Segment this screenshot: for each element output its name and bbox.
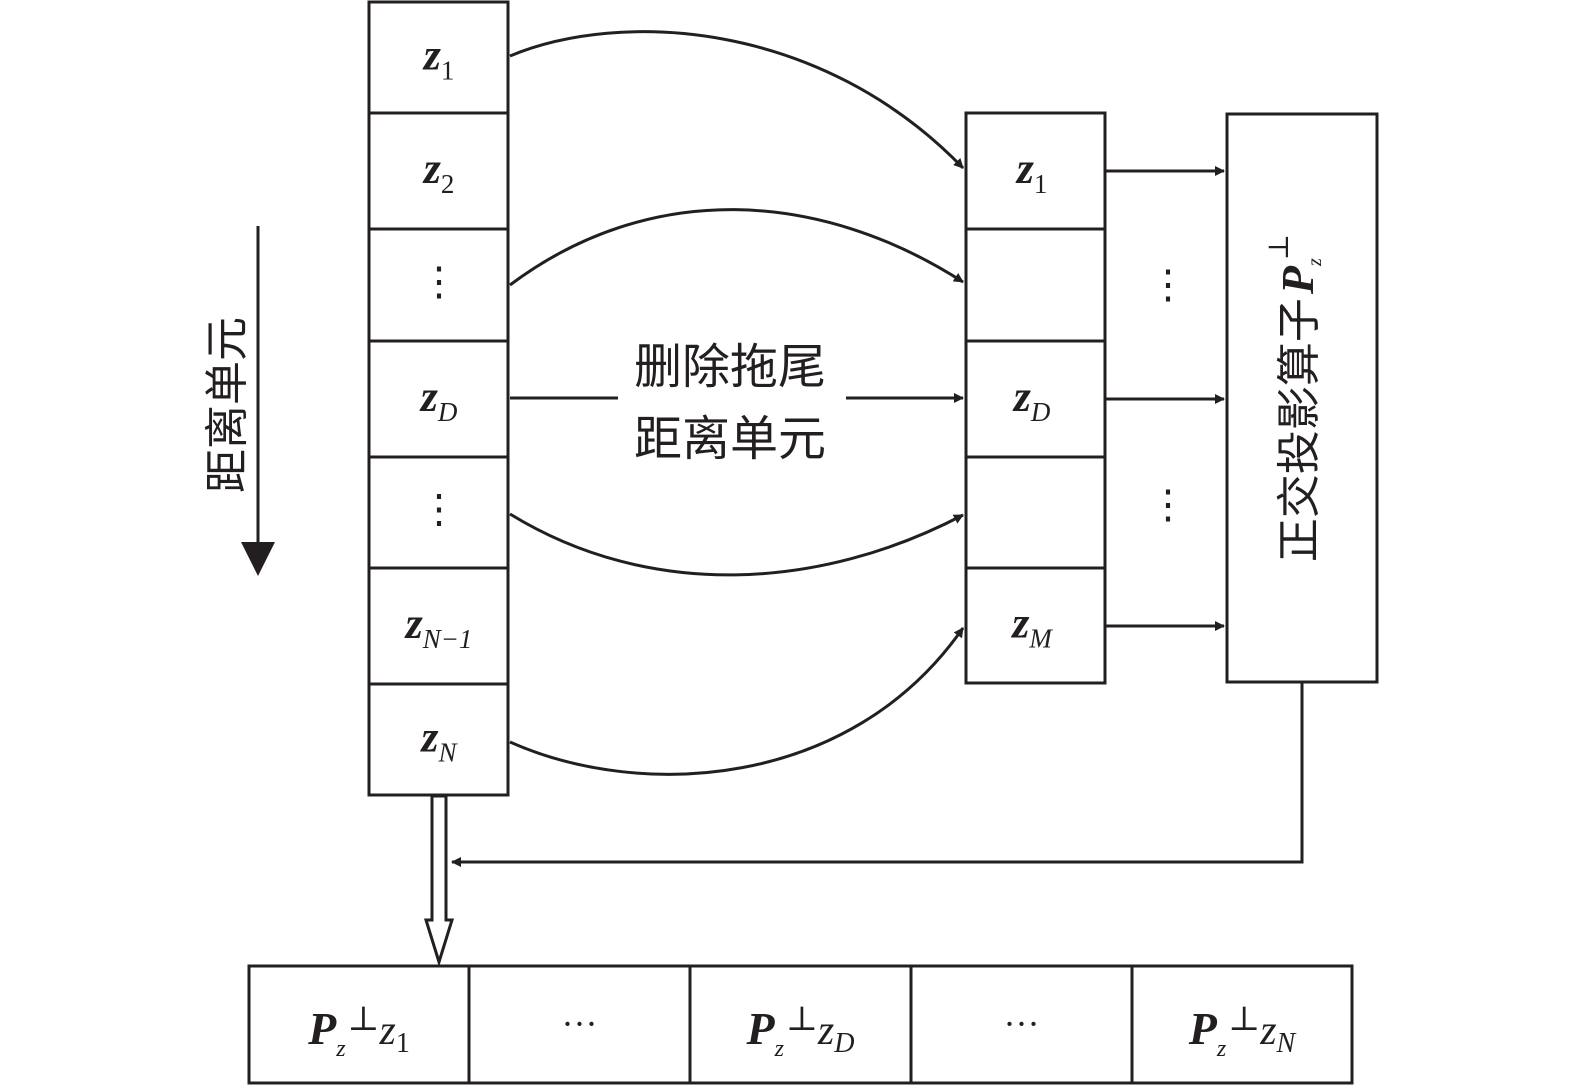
projected-value: Pz⊥zD — [745, 1001, 854, 1062]
delete-label-line1: 删除拖尾 — [634, 339, 826, 395]
curved-arrow-dots2 — [509, 512, 964, 577]
vertical-dots-upper: ⋮ — [1148, 262, 1188, 307]
output-cell-frame — [467, 964, 692, 1085]
range-cell: zN — [367, 682, 510, 797]
output-cell: ··· — [467, 964, 692, 1085]
projection-operator-box: 正交投影算子Pz⊥ — [1225, 112, 1379, 684]
output-cell: Pz⊥zD — [688, 964, 913, 1085]
output-cell-frame — [1130, 964, 1354, 1085]
delete-label-line2: 距离单元 — [634, 411, 826, 467]
projected-value: Pz⊥zN — [1188, 1001, 1297, 1062]
output-cell: Pz⊥z1 — [247, 964, 471, 1085]
kept-cell: zM — [964, 566, 1107, 685]
cell-label: zN — [419, 713, 458, 768]
output-cell: ··· — [909, 964, 1134, 1085]
kept-cell-frame — [964, 339, 1107, 459]
projected-value: Pz⊥z1 — [307, 1001, 410, 1062]
cell-label: zD — [1012, 372, 1051, 427]
kept-cell-frame — [964, 111, 1107, 231]
cell-label: ⋮ — [419, 487, 459, 532]
cell-label: zM — [1010, 599, 1053, 654]
cell-label: zN−1 — [404, 599, 473, 654]
projected-output-row: Pz⊥z1 ··· Pz⊥zD ··· Pz⊥zN — [247, 964, 1354, 1085]
range-cell: zD — [367, 339, 510, 459]
vertical-dots-lower: ⋮ — [1148, 482, 1188, 527]
range-axis-arrowhead — [241, 542, 275, 576]
range-cell: ⋮ — [367, 455, 510, 570]
range-cell-frame — [367, 455, 510, 570]
range-cell-frame — [367, 566, 510, 686]
range-axis: 距离单元 — [202, 226, 275, 576]
output-cell-frame — [909, 964, 1134, 1085]
cell-label: ⋮ — [419, 259, 459, 304]
kept-cell: z1 — [964, 111, 1107, 231]
feedback-line — [451, 682, 1304, 867]
cell-label: z2 — [422, 144, 455, 199]
range-cell: z1 — [367, 0, 510, 115]
hollow-output-arrow — [423, 794, 455, 968]
kept-cell — [964, 455, 1107, 570]
kept-cell-column: z1 zD zM — [964, 111, 1107, 685]
range-cell-frame — [367, 227, 510, 343]
operator-box-frame — [1225, 112, 1379, 684]
range-cell: ⋮ — [367, 227, 510, 343]
output-cell-frame — [247, 964, 471, 1085]
ellipsis: ··· — [562, 1004, 598, 1044]
delete-label-bg — [618, 330, 846, 470]
kept-cell-frame — [964, 455, 1107, 570]
range-axis-label: 距离单元 — [202, 317, 253, 493]
cell-label: z1 — [1015, 144, 1048, 199]
feedback-polyline — [451, 682, 1304, 867]
curved-arrow-dots1 — [509, 208, 964, 287]
range-cell: z2 — [367, 111, 510, 231]
operator-input-arrows — [1106, 166, 1225, 631]
cell-label: z1 — [422, 31, 455, 86]
operator-label: 正交投影算子Pz⊥ — [1264, 234, 1325, 562]
range-cell: zN−1 — [367, 566, 510, 686]
kept-cell — [964, 227, 1107, 343]
cell-label: zD — [419, 372, 458, 427]
curved-arrow-zN — [509, 627, 965, 776]
range-cell-column: z1 z2 ⋮ zD ⋮ zN−1 zN — [367, 0, 510, 797]
kept-cell-frame — [964, 227, 1107, 343]
curved-arrow-z1 — [509, 30, 965, 170]
output-cell: Pz⊥zN — [1130, 964, 1354, 1085]
cell-mapping-arrows — [509, 30, 965, 776]
kept-cell: zD — [964, 339, 1107, 459]
kept-cell-frame — [964, 566, 1107, 685]
ellipsis: ··· — [1004, 1004, 1040, 1044]
